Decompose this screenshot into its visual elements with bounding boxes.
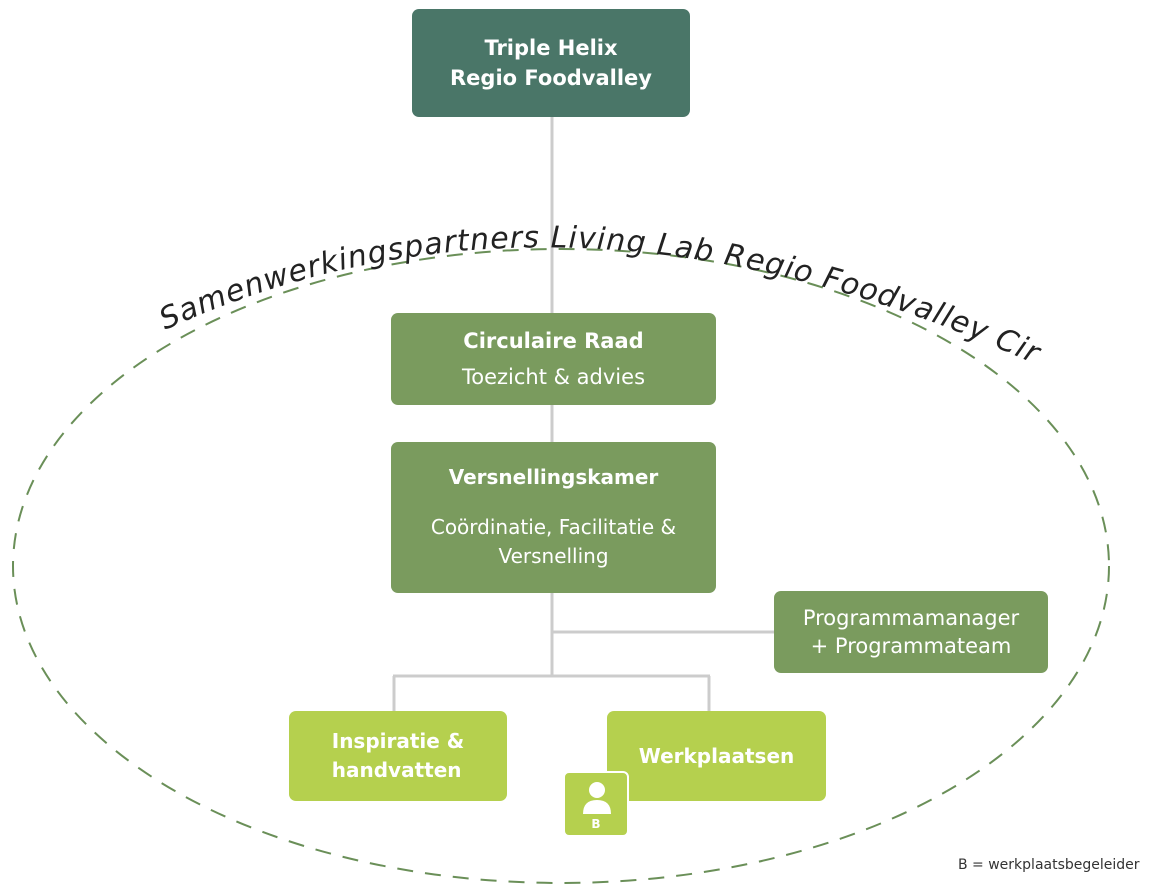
programmamanager-label: Programmamanager + Programmateam (802, 606, 1020, 658)
triple-helix-box: Triple Helix Regio Foodvalley (412, 9, 690, 117)
versnellingskamer-subtitle: Coördinatie, Facilitatie & Versnelling (430, 514, 677, 568)
werkplaatsbegeleider-badge: B (563, 771, 629, 837)
inspiratie-box: Inspiratie & handvatten (289, 711, 507, 801)
werkplaatsen-box: Werkplaatsen (607, 711, 826, 801)
versnellingskamer-title: Versnellingskamer (448, 464, 659, 489)
badge-letter: B (591, 817, 601, 831)
inspiratie-label: Inspiratie & handvatten (331, 729, 465, 782)
werkplaatsen-label: Werkplaatsen (638, 744, 795, 768)
circulaire-raad-title: Circulaire Raad (463, 329, 644, 353)
circulaire-raad-subtitle: Toezicht & advies (461, 365, 646, 389)
programmamanager-box: Programmamanager + Programmateam (774, 591, 1048, 673)
person-icon (583, 782, 611, 814)
triple-helix-line1: Triple Helix (484, 36, 618, 60)
circulaire-raad-box: Circulaire Raad Toezicht & advies (391, 313, 716, 405)
partnership-boundary-ellipse (12, 248, 1110, 884)
versnellingskamer-box: Versnellingskamer Coördinatie, Facilitat… (391, 442, 716, 593)
footnote: B = werkplaatsbegeleider (958, 857, 1140, 873)
triple-helix-line2: Regio Foodvalley (450, 66, 652, 90)
